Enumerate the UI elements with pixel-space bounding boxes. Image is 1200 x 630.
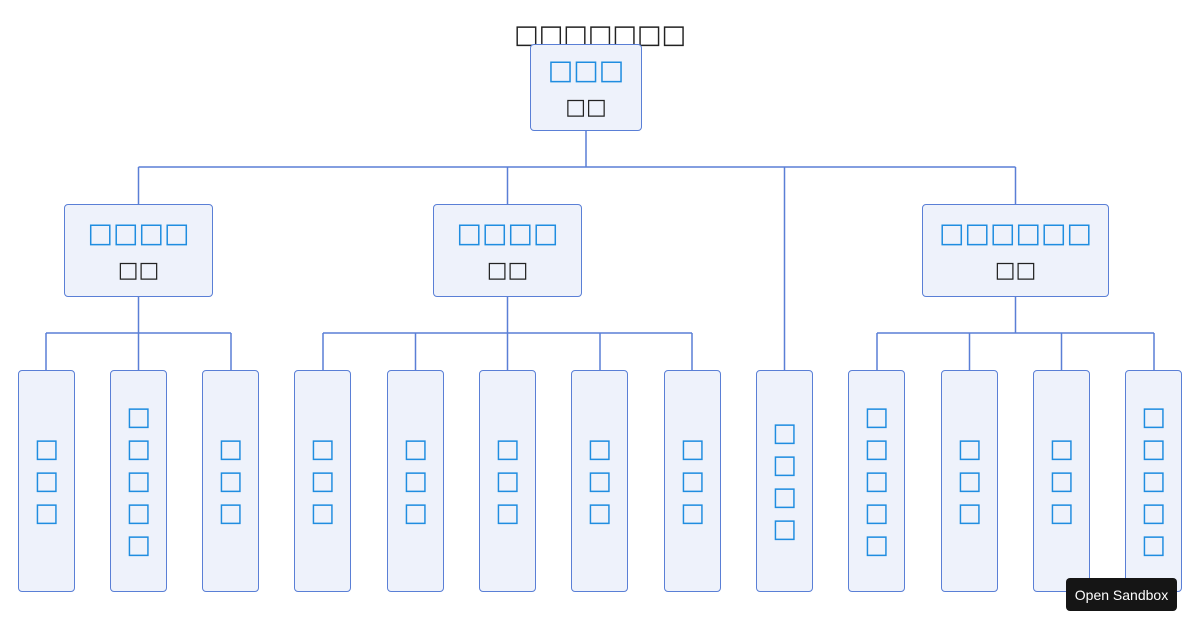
node-name: □□□ [34,434,59,528]
node-name: □□□ [547,54,625,86]
node-name: □□□□ [456,217,559,249]
leaf-node: □□□ [941,370,998,592]
node-role: □□ [994,257,1037,283]
node-name: □□□ [403,434,428,528]
node-role: □□ [486,257,529,283]
branch-node: □□□□□□ □□ [922,204,1109,297]
node-name: □□□□□ [864,402,889,560]
leaf-node: □□□□□ [848,370,905,592]
leaf-node: □□□ [1033,370,1090,592]
node-name: □□□ [218,434,243,528]
leaf-node: □□□ [664,370,721,592]
leaf-node: □□□□□ [110,370,167,592]
branch-node: □□□□ □□ [433,204,582,297]
node-name: □□□□□ [126,402,151,560]
node-name: □□□□□ [1141,402,1166,560]
node-name: □□□ [495,434,520,528]
node-name: □□□ [587,434,612,528]
leaf-node: □□□ [479,370,536,592]
open-sandbox-button[interactable]: Open Sandbox [1066,578,1177,611]
leaf-node: □□□ [18,370,75,592]
node-name: □□□□□□ [938,217,1093,249]
leaf-node: □□□ [294,370,351,592]
node-name: □□□□ [87,217,190,249]
leaf-node: □□□ [202,370,259,592]
node-name: □□□ [680,434,705,528]
leaf-node: □□□ [571,370,628,592]
node-role: □□ [565,94,607,120]
branch-node: □□□□ □□ [64,204,213,297]
root-node: □□□ □□ [530,44,642,131]
leaf-node: □□□ [387,370,444,592]
leaf-node: □□□□ [756,370,813,592]
node-name: □□□ [957,434,982,528]
leaf-node: □□□□□ [1125,370,1182,592]
node-name: □□□□ [772,418,797,544]
node-name: □□□ [1049,434,1074,528]
node-role: □□ [117,257,160,283]
node-name: □□□ [310,434,335,528]
